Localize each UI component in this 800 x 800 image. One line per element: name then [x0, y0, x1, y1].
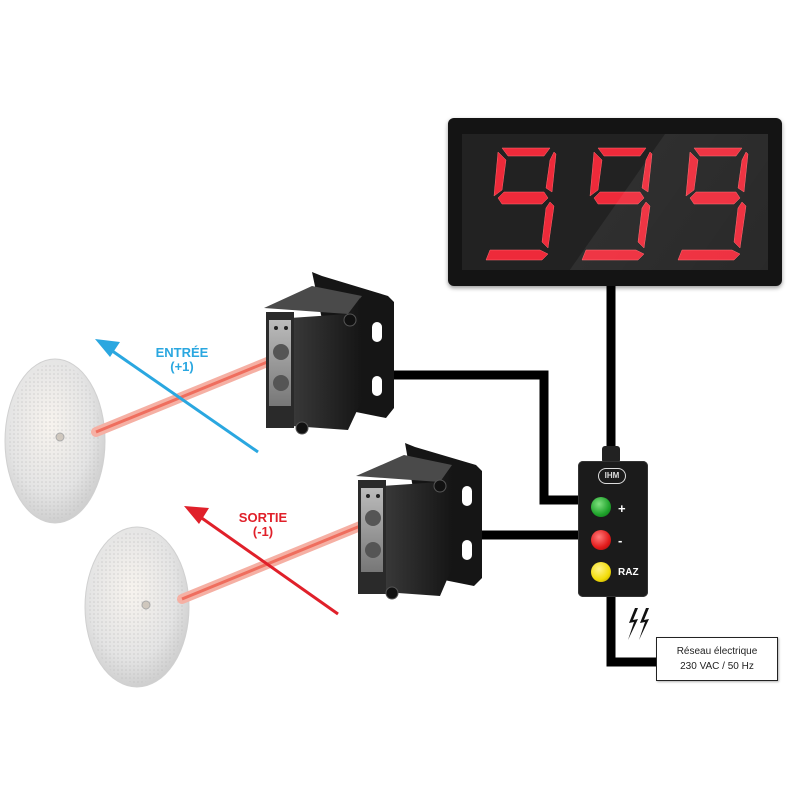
photoelectric-sensor-top: [264, 272, 394, 435]
power-line-1: Réseau électrique: [676, 646, 758, 657]
exit-label: SORTIE (-1): [228, 511, 298, 539]
cable-gland: [602, 446, 620, 463]
decrement-label: -: [618, 533, 623, 548]
decrement-button[interactable]: [591, 530, 611, 550]
power-line-2: 230 VAC / 50 Hz: [680, 661, 754, 672]
increment-button[interactable]: [591, 497, 611, 517]
entry-label: ENTRÉE (+1): [142, 346, 222, 374]
exit-label-value: (-1): [252, 524, 274, 539]
ihm-logo: IHM: [598, 468, 626, 484]
digit-3: [677, 147, 749, 261]
entry-label-text: ENTRÉE: [155, 345, 209, 360]
lightning-icon: [628, 608, 649, 640]
reset-button[interactable]: [591, 562, 611, 582]
digit-2: [581, 147, 653, 261]
sensor-top-cable: [392, 370, 582, 505]
reflector-top: [4, 358, 106, 524]
entry-arrow: [95, 339, 259, 454]
display-screen: [462, 134, 768, 270]
photoelectric-sensor-bottom: [356, 443, 482, 600]
exit-label-text: SORTIE: [238, 510, 288, 525]
entry-label-value: (+1): [170, 359, 194, 374]
seven-segment-digits: [485, 147, 749, 261]
reflector-bottom: [84, 526, 190, 688]
laser-beam-top: [91, 351, 287, 437]
increment-label: +: [618, 501, 626, 516]
reset-label: RAZ: [618, 567, 639, 578]
digit-1: [485, 147, 557, 261]
led-counter-display: [448, 118, 782, 286]
exit-arrow: [184, 506, 339, 616]
power-cable: [606, 595, 658, 667]
laser-beam-bottom: [177, 517, 375, 604]
power-supply-label: Réseau électrique 230 VAC / 50 Hz: [656, 637, 778, 681]
control-box: IHM + - RAZ: [578, 461, 648, 597]
